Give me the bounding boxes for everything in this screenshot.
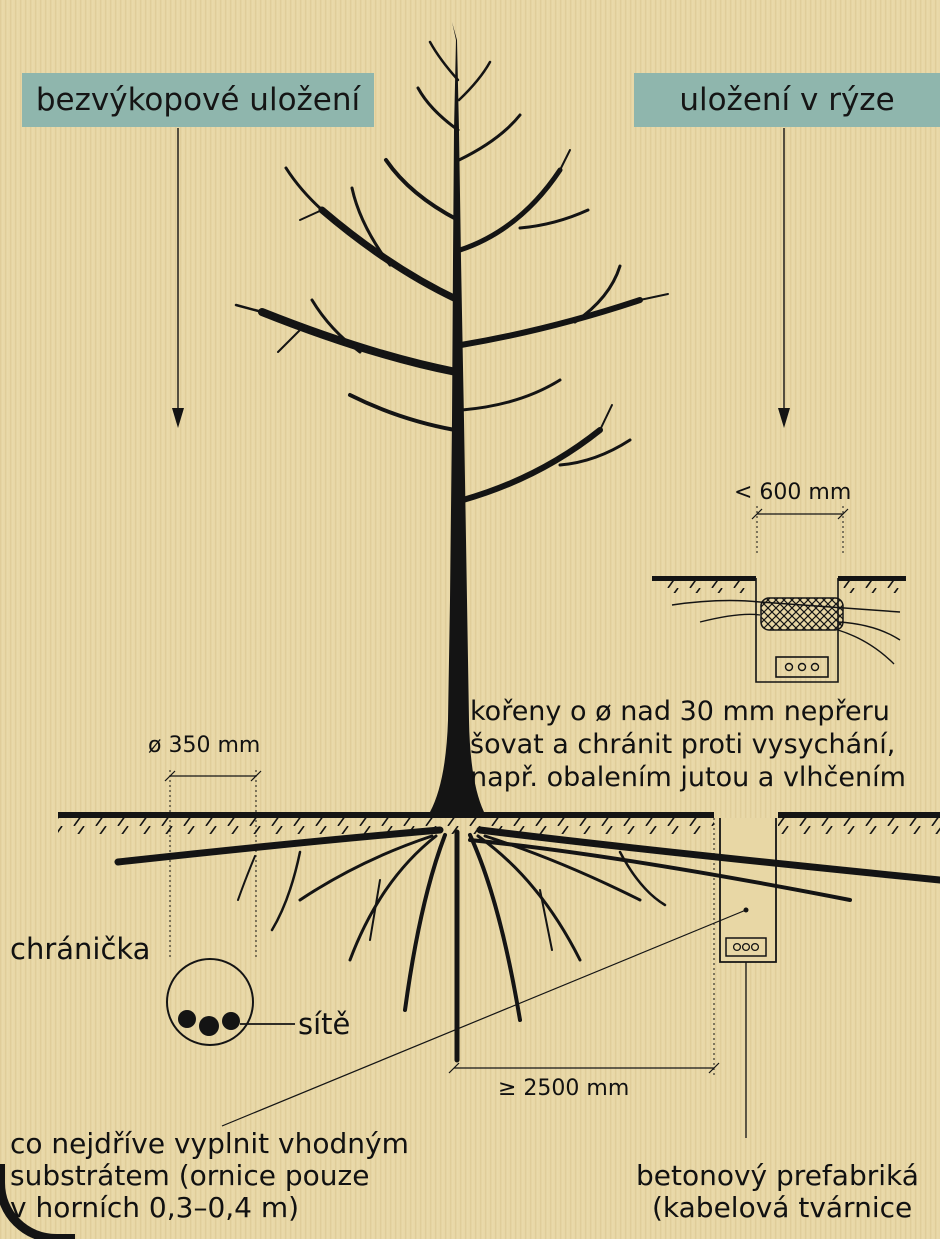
roots-note-line-1: kořeny o ø nad 30 mm nepřeru <box>470 695 906 728</box>
tree-roots <box>118 830 940 1060</box>
trench-arrow <box>778 128 790 428</box>
trench-width-label: < 600 mm <box>734 480 851 505</box>
roots-note-line-2: šovat a chránit proti vysychání, <box>470 728 906 761</box>
duct-with-cables <box>167 959 295 1045</box>
trench-with-cable-block <box>720 818 776 1138</box>
duct-label: chránička <box>10 932 150 966</box>
roots-note-line-3: např. obalením jutou a vlhčením <box>470 761 906 794</box>
trenchless-label: bezvýkopové uložení <box>22 73 374 127</box>
precast-note: betonový prefabriká (kabelová tvárnice <box>636 1160 919 1224</box>
precast-note-line-1: betonový prefabriká <box>636 1160 919 1192</box>
distance-label: ≥ 2500 mm <box>498 1076 629 1101</box>
trench-detail <box>652 576 906 682</box>
precast-note-line-2: (kabelová tvárnice <box>636 1192 919 1224</box>
trench-label: uložení v rýze <box>634 73 940 127</box>
duct-dimension <box>165 770 261 958</box>
backfill-point <box>744 908 749 913</box>
networks-label: sítě <box>298 1007 350 1041</box>
distance-dimension <box>449 818 719 1076</box>
tree-trunk <box>430 22 484 812</box>
backfill-note-line-1: co nejdříve vyplnit vhodným <box>10 1128 409 1160</box>
duct-diameter-label: ø 350 mm <box>148 733 260 758</box>
trench-width-dimension <box>752 506 848 555</box>
trenchless-arrow <box>172 128 184 428</box>
roots-note: kořeny o ø nad 30 mm nepřeru šovat a chr… <box>470 695 906 794</box>
